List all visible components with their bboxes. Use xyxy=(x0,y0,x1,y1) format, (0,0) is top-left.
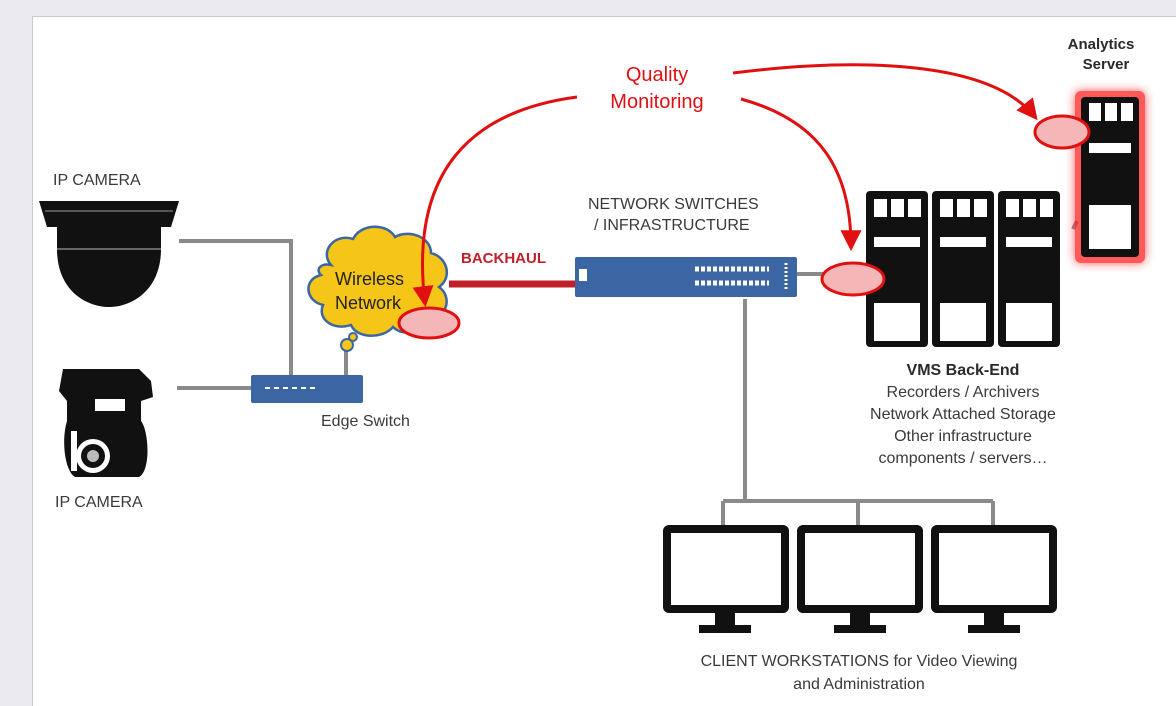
analytics-label-line1: Analytics xyxy=(1068,36,1135,53)
dome-camera-icon xyxy=(39,201,179,307)
vms-line4: components / servers… xyxy=(879,450,1048,467)
monitor-icon xyxy=(797,525,923,633)
monitor-point-analytics xyxy=(1033,114,1091,150)
quality-arrows xyxy=(412,63,1038,308)
backhaul-label: BACKHAUL xyxy=(461,250,546,267)
wireless-label-line2: Network xyxy=(335,293,402,313)
monitor-icon xyxy=(663,525,789,633)
quality-label-line2: Monitoring xyxy=(610,91,703,113)
vms-line1: Recorders / Archivers xyxy=(887,384,1040,401)
client-label-line1: CLIENT WORKSTATIONS for Video Viewing xyxy=(701,653,1018,670)
ptz-camera-icon xyxy=(59,369,153,477)
ip-camera-top-label: IP CAMERA xyxy=(53,172,141,189)
client-workstations xyxy=(663,525,1057,633)
vms-line2: Network Attached Storage xyxy=(870,406,1056,423)
analytics-server xyxy=(1075,91,1145,263)
quality-label-line1: Quality xyxy=(626,64,688,86)
wireless-label-line1: Wireless xyxy=(335,269,404,289)
vms-title: VMS Back-End xyxy=(907,362,1020,379)
edge-switch-icon xyxy=(251,375,363,403)
link-dome-camera xyxy=(179,239,293,379)
server-rack-icon xyxy=(932,191,994,347)
server-rack-icon xyxy=(866,191,928,347)
network-switches-label-line1: NETWORK SWITCHES xyxy=(588,196,759,213)
arrow-to-vms xyxy=(740,97,862,252)
network-diagram: BACKHAUL IP CAMERA IP CAMERA Wireless Ne… xyxy=(39,36,1145,693)
arrow-to-wireless xyxy=(412,95,578,308)
arrow-to-analytics xyxy=(732,63,1038,121)
vms-line3: Other infrastructure xyxy=(894,428,1032,445)
gray-links xyxy=(177,220,1079,525)
diagram-canvas: BACKHAUL IP CAMERA IP CAMERA Wireless Ne… xyxy=(32,16,1176,706)
vms-server-racks xyxy=(866,191,1060,347)
analytics-label-line2: Server xyxy=(1083,56,1130,73)
ip-camera-bottom-label: IP CAMERA xyxy=(55,494,143,511)
server-rack-icon xyxy=(998,191,1060,347)
client-label-line2: and Administration xyxy=(793,676,925,693)
network-switch-icon xyxy=(575,257,797,297)
monitor-point-vms xyxy=(820,261,886,297)
monitor-icon xyxy=(931,525,1057,633)
monitor-point-wireless xyxy=(397,306,461,340)
monitoring-points xyxy=(397,114,1091,340)
edge-switch-label: Edge Switch xyxy=(321,413,410,430)
network-switches-label-line2: / INFRASTRUCTURE xyxy=(594,217,750,234)
